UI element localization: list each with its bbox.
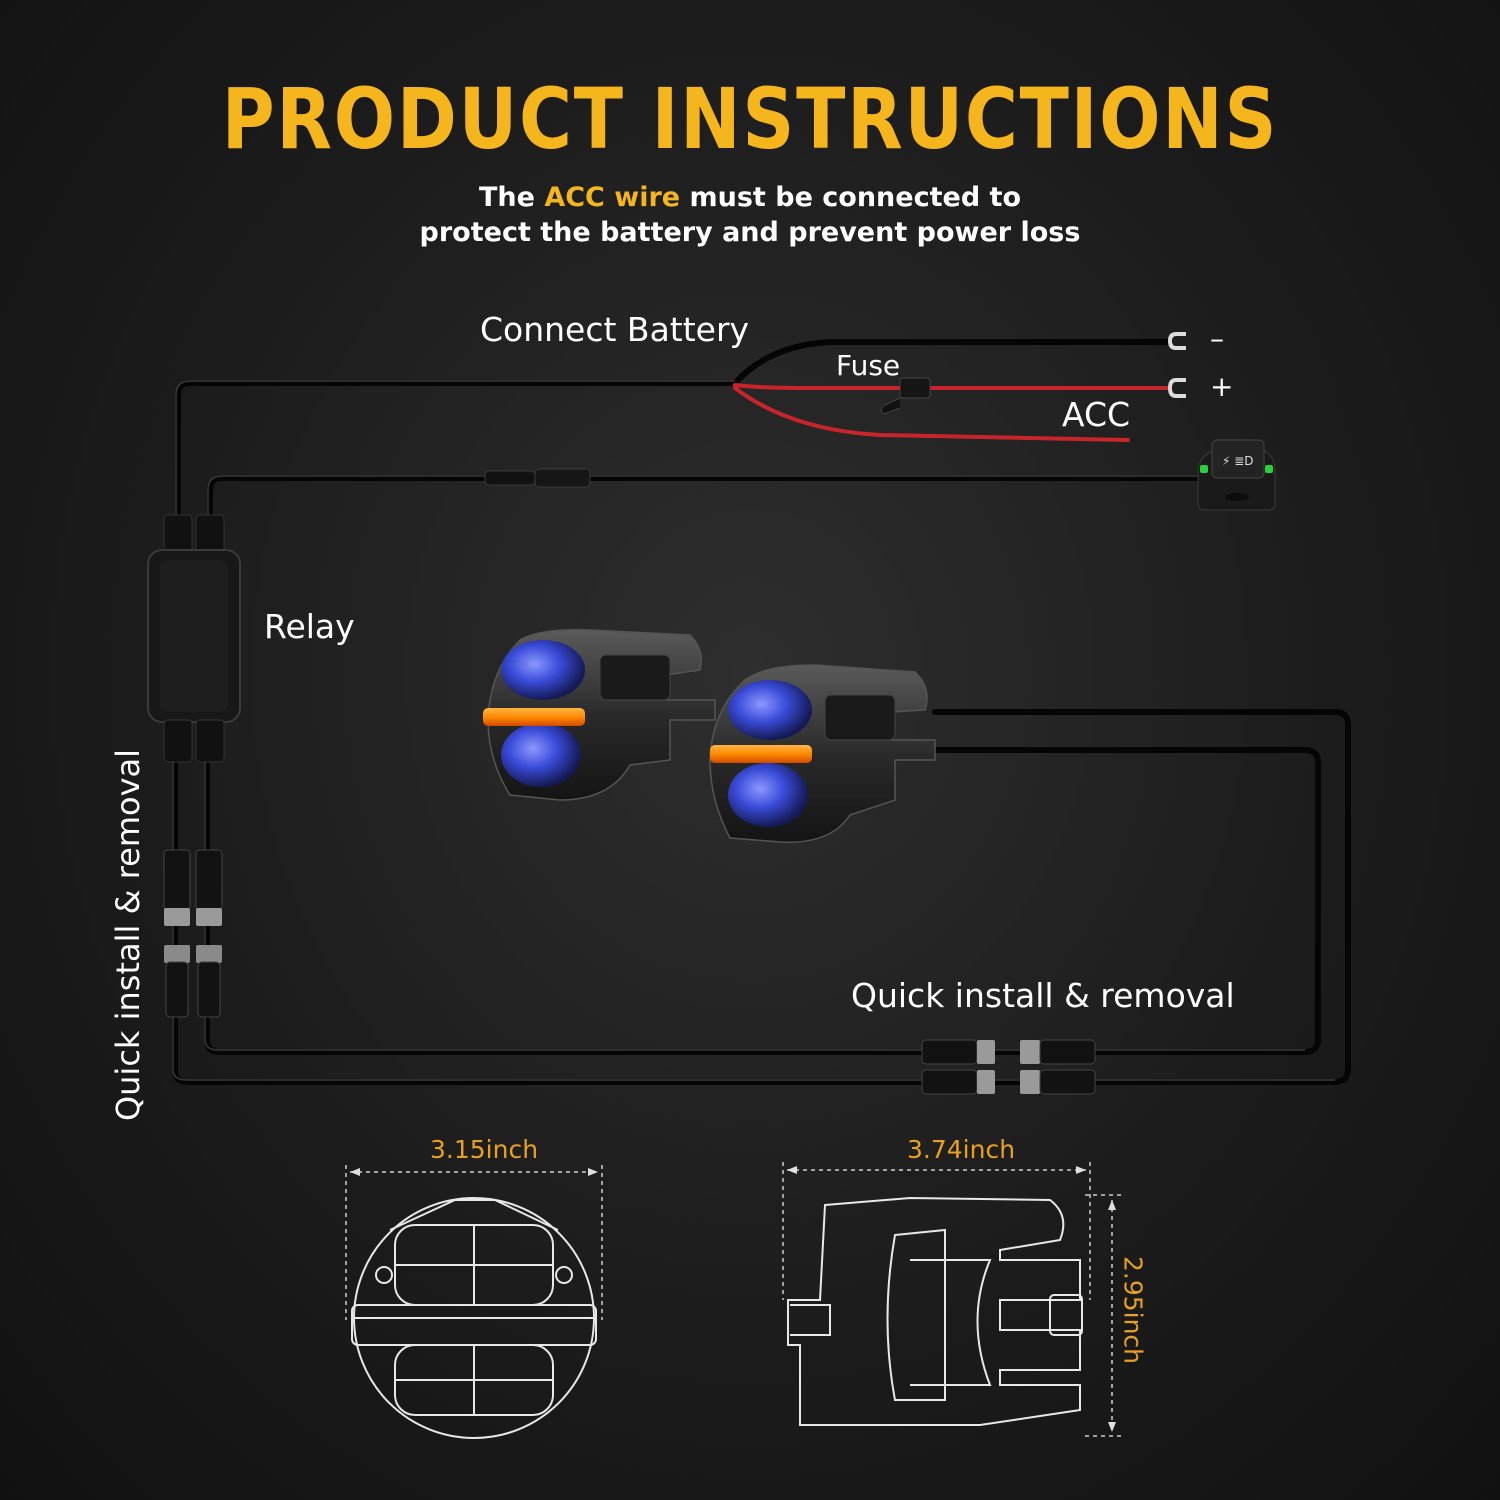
side-height-dimension: 2.95inch	[1118, 1255, 1148, 1365]
ring-terminal-positive	[1167, 378, 1186, 398]
ground-wire	[732, 339, 1173, 386]
light-switch-icon: ⚡ ≣D	[1197, 439, 1276, 511]
svg-text:⚡ ≣D: ⚡ ≣D	[1222, 454, 1254, 468]
side-width-dimension: 3.74inch	[907, 1135, 1016, 1164]
positive-wire	[733, 383, 1172, 390]
page-title: PRODUCT INSTRUCTIONS	[221, 70, 1279, 168]
negative-terminal-label: –	[1210, 322, 1224, 355]
red-wires	[733, 383, 1172, 442]
subtitle-text-pre: The	[478, 182, 545, 213]
subtitle-highlight: ACC wire	[544, 182, 681, 213]
inline-connector	[484, 468, 591, 488]
quick-connectors-horizontal	[921, 1039, 1096, 1095]
harness-wire-highlights	[172, 380, 1335, 1081]
acc-label: ACC	[1062, 395, 1131, 434]
relay-label: Relay	[264, 607, 355, 646]
relay-box	[147, 514, 241, 763]
switch-wire	[207, 475, 1203, 528]
acc-wire	[733, 386, 1130, 442]
subtitle-line2: protect the battery and prevent power lo…	[419, 217, 1081, 248]
dimension-lines	[345, 1162, 1125, 1437]
page-subtitle: The ACC wire must be connected to protec…	[0, 180, 1500, 250]
inline-fuse-icon	[880, 377, 931, 415]
connect-battery-label: Connect Battery	[480, 310, 750, 349]
dimension-arrows	[350, 1166, 1116, 1432]
quick-connectors-vertical	[163, 849, 223, 1018]
fog-light-left	[483, 628, 716, 801]
fuse-label: Fuse	[836, 349, 901, 382]
ring-terminal-negative	[1167, 332, 1186, 350]
quick-install-horizontal-label: Quick install & removal	[851, 976, 1235, 1015]
side-view-drawing	[787, 1196, 1083, 1426]
front-width-dimension: 3.15inch	[430, 1135, 539, 1164]
battery-main-wire	[175, 380, 738, 528]
quick-install-vertical-label: Quick install & removal	[109, 748, 147, 1122]
subtitle-text-post: must be connected to	[680, 182, 1022, 213]
fog-light-right	[709, 664, 936, 844]
front-view-drawing	[351, 1197, 597, 1439]
positive-terminal-label: +	[1210, 370, 1234, 403]
